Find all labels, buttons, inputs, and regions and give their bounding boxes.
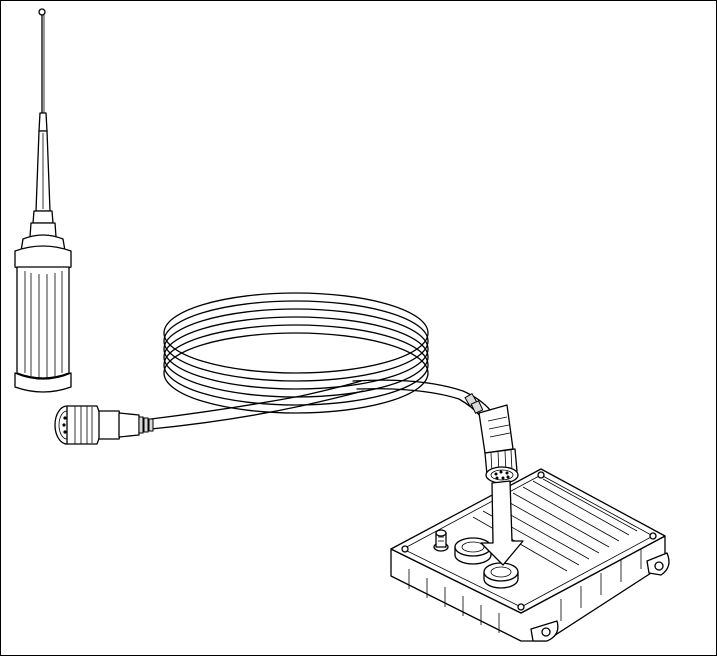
antenna-whip xyxy=(30,9,56,237)
radio-module-housing xyxy=(391,469,669,641)
coiled-cable xyxy=(151,293,491,429)
antenna-base-housing xyxy=(15,235,71,392)
cable-connector-antenna-end xyxy=(55,406,153,444)
cable-connector-module-end xyxy=(465,394,518,483)
